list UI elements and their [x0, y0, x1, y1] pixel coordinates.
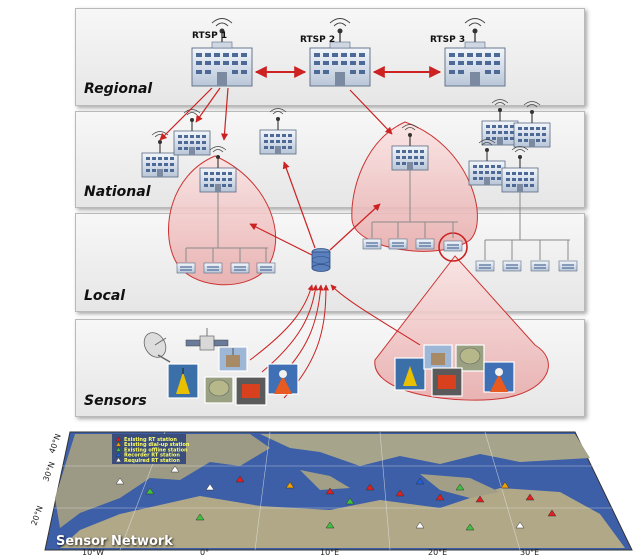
national-building — [481, 98, 519, 146]
national-building — [141, 130, 179, 178]
lon-label: 0° — [200, 548, 209, 556]
legend-label: Recorder RT station — [124, 453, 180, 459]
legend-label: Existing offline station — [124, 447, 188, 453]
national-building — [513, 100, 551, 148]
local-node — [203, 262, 223, 274]
local-node — [502, 260, 522, 272]
database-icon — [311, 248, 331, 272]
sensor-photo-equipment — [431, 367, 463, 397]
national-building — [173, 108, 211, 156]
local-node — [443, 240, 463, 252]
network-diagram: RTSP 1 RTSP 2 RTSP 3 — [141, 17, 578, 406]
rtsp-2-label: RTSP 2 — [300, 35, 335, 45]
local-node — [362, 238, 382, 250]
local-node — [530, 260, 550, 272]
local-node — [388, 238, 408, 250]
national-building — [259, 107, 297, 155]
lon-label: 20°E — [428, 548, 447, 556]
sensor-photo-equipment — [235, 376, 267, 406]
local-label: Local — [84, 288, 126, 304]
legend-label: Required RT station — [124, 458, 180, 464]
sensor-photo-instrument — [204, 376, 234, 404]
local-node — [230, 262, 250, 274]
national-building — [468, 138, 506, 186]
national-bubble-left — [168, 155, 277, 286]
rtsp-1-label: RTSP 1 — [192, 31, 227, 41]
legend-label: Existing RT station — [124, 437, 177, 443]
local-node — [176, 262, 196, 274]
sensor-photo-station — [218, 346, 248, 372]
legend-marker — [115, 441, 122, 447]
local-node — [256, 262, 276, 274]
sensor-photo-technician — [483, 361, 515, 393]
station-markers — [115, 465, 557, 531]
sensor-photo-buoy — [167, 363, 199, 399]
lon-label: 10°E — [320, 548, 339, 556]
local-node — [558, 260, 578, 272]
sensor-photo-technician — [267, 363, 299, 395]
legend-label: Existing dial-up station — [124, 442, 190, 448]
sensor-photo-buoy — [394, 357, 426, 391]
sensors-label: Sensors — [84, 393, 147, 409]
satellite-icon — [185, 328, 229, 351]
national-bubble-right — [351, 121, 478, 252]
national-label: National — [84, 184, 151, 200]
legend-marker — [115, 447, 122, 452]
sensor-photo-instrument — [455, 344, 485, 372]
satellite-dish-icon — [143, 332, 171, 363]
lat-label: 20°N — [29, 505, 44, 527]
lat-label: 40°N — [47, 433, 62, 455]
legend-marker — [115, 436, 122, 442]
local-node — [415, 238, 435, 250]
rtsp-3-building — [444, 17, 506, 87]
rtsp-1-building — [191, 17, 253, 87]
lon-label: 30°E — [520, 548, 539, 556]
regional-label: Regional — [84, 81, 153, 97]
lat-label: 30°N — [41, 461, 56, 483]
national-building — [501, 145, 539, 193]
legend-marker — [115, 457, 122, 462]
map-title: Sensor Network — [56, 534, 173, 549]
local-node — [475, 260, 495, 272]
rtsp-2-building — [309, 17, 371, 87]
lon-label: 10°W — [82, 548, 104, 556]
sensor-photo-station — [423, 344, 453, 370]
legend-marker — [115, 452, 122, 457]
rtsp-3-label: RTSP 3 — [430, 35, 465, 45]
